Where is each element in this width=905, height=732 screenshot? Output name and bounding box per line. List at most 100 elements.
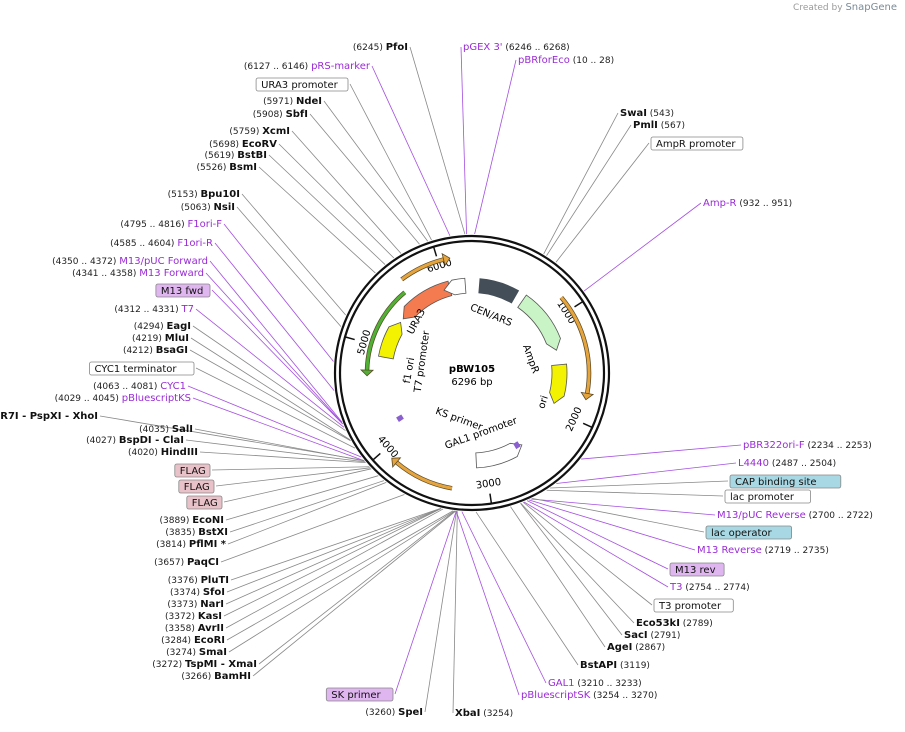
map-label-pbr322ori-f-R6[interactable]: pBR322ori-F (2234 .. 2253) <box>743 440 872 451</box>
map-label-pflmi-L32[interactable]: (3814) PflMI * <box>156 539 227 550</box>
leader-line <box>581 444 742 460</box>
map-label-spei-L44[interactable]: (3260) SpeI <box>365 707 423 718</box>
map-label-ura3-promoter-L2[interactable]: URA3 promoter <box>255 77 349 92</box>
map-label-mlui-L18[interactable]: (4219) MluI <box>132 333 189 344</box>
map-label-pgex-3-R0[interactable]: pGEX 3' (6246 .. 6268) <box>463 42 570 53</box>
tick-3000 <box>489 493 493 504</box>
map-label-agei-R18[interactable]: AgeI (2867) <box>607 642 665 653</box>
map-label-m13-puc-forward-L13[interactable]: (4350 .. 4372) M13/pUC Forward <box>52 256 208 267</box>
map-label-bspdi-L25[interactable]: (4027) BspDI - ClaI <box>86 435 184 446</box>
map-label-ampr-promoter-R4[interactable]: AmpR promoter <box>650 136 744 151</box>
map-label-nsii-L10[interactable]: (5063) NsiI <box>181 202 235 213</box>
label-text: M13 rev <box>675 565 716 576</box>
map-label-prs-marker-L1[interactable]: (6127 .. 6146) pRS-marker <box>244 61 371 72</box>
leader-line <box>220 494 405 563</box>
map-label-m13-rev-R13[interactable]: M13 rev <box>669 562 725 577</box>
map-label-bstxi-L31[interactable]: (3835) BstXI <box>165 527 228 538</box>
leader-line <box>199 451 366 464</box>
map-label-l4440-R7[interactable]: L4440 (2487 .. 2504) <box>738 458 836 469</box>
label-box <box>669 562 725 577</box>
map-label-xbai-R22[interactable]: XbaI (3254) <box>455 708 513 719</box>
map-label-sfoi-L35[interactable]: (3374) SfoI <box>170 587 225 598</box>
leader-line <box>583 202 702 292</box>
map-label-swai-R2[interactable]: SwaI (543) <box>620 108 674 119</box>
label-text: (3814) PflMI * <box>156 539 227 550</box>
map-label-f1ori-f-L11[interactable]: (4795 .. 4816) F1ori-F <box>120 219 222 230</box>
leader-line <box>291 130 402 254</box>
map-label-cyc1-L21[interactable]: (4063 .. 4081) CYC1 <box>93 381 186 392</box>
leader-line <box>228 510 455 653</box>
tick-label-3000: 3000 <box>475 477 502 492</box>
label-text: Eco53kI (2789) <box>636 618 713 629</box>
map-label-pbluescriptsk-R21[interactable]: pBluescriptSK (3254 .. 3270) <box>521 690 657 701</box>
map-label-bsmi-L8[interactable]: (5526) BsmI <box>196 162 257 173</box>
map-label-eco53ki-R16[interactable]: Eco53kI (2789) <box>636 618 713 629</box>
map-label-gal1-R20[interactable]: GAL1 (3210 .. 3233) <box>548 678 642 689</box>
map-label-smai-L40[interactable]: (3274) SmaI <box>166 647 227 658</box>
map-label-bpu10i-L9[interactable]: (5153) Bpu10I <box>168 189 240 200</box>
map-label-flag-L27[interactable]: FLAG <box>174 463 211 478</box>
map-label-sbfi-L4[interactable]: (5908) SbfI <box>253 109 308 120</box>
map-label-ecori-L39[interactable]: (3284) EcoRI <box>161 635 225 646</box>
map-label-pfoi-L0[interactable]: (6245) PfoI <box>353 42 408 53</box>
map-label-eagi-L17[interactable]: (4294) EagI <box>134 321 191 332</box>
map-label-t3-R14[interactable]: T3 (2754 .. 2774) <box>669 582 750 593</box>
map-label-m13-fwd-L15[interactable]: M13 fwd <box>155 283 211 298</box>
map-label-f1ori-r-L12[interactable]: (4585 .. 4604) F1ori-R <box>110 238 213 249</box>
map-label-bstapi-R19[interactable]: BstAPI (3119) <box>580 660 650 671</box>
map-label-ndei-L3[interactable]: (5971) NdeI <box>263 96 322 107</box>
map-label-bstbi-L7[interactable]: (5619) BstBI <box>205 150 268 161</box>
map-label-t7-L16[interactable]: (4312 .. 4331) T7 <box>114 304 194 315</box>
map-label-nari-L36[interactable]: (3373) NarI <box>167 599 224 610</box>
map-label-kasi-L37[interactable]: (3372) KasI <box>165 611 222 622</box>
primer-arc-2-outline <box>395 460 453 491</box>
label-text: AmpR promoter <box>656 139 736 150</box>
leader-line <box>189 349 351 442</box>
map-label-lac-operator-R11[interactable]: lac operator <box>705 525 792 540</box>
map-label-pmli-R3[interactable]: PmlI (567) <box>633 120 685 131</box>
primer-arc-1 <box>560 296 591 394</box>
map-label-m13-reverse-R12[interactable]: M13 Reverse (2719 .. 2735) <box>697 545 829 556</box>
map-label-hindiii-L26[interactable]: (4020) HindIII <box>128 447 198 458</box>
label-box <box>729 474 842 489</box>
map-label-avrii-L38[interactable]: (3358) AvrII <box>165 623 224 634</box>
label-text: (3274) SmaI <box>166 647 227 658</box>
map-label-econi-L30[interactable]: (3889) EcoNI <box>159 515 224 526</box>
map-label-amp-r-R5[interactable]: Amp-R (932 .. 951) <box>703 198 792 209</box>
leader-line <box>409 46 466 235</box>
map-label-m13-forward-L14[interactable]: (4341 .. 4358) M13 Forward <box>72 268 204 279</box>
leader-line <box>225 508 442 605</box>
map-label-ecorv-L6[interactable]: (5698) EcoRV <box>209 139 277 150</box>
leader-line <box>227 482 387 545</box>
map-label-paer7i-L23[interactable]: (4041) PaeR7I - PspXI - XhoI <box>0 411 98 422</box>
leader-line <box>187 385 362 458</box>
label-text: URA3 promoter <box>261 80 339 91</box>
map-label-t3-promoter-R15[interactable]: T3 promoter <box>653 598 734 613</box>
map-label-flag-L28[interactable]: FLAG <box>178 479 215 494</box>
label-text: (4795 .. 4816) F1ori-F <box>120 219 222 230</box>
map-label-sali-L24[interactable]: (4035) SalI <box>139 424 193 435</box>
label-text: pGEX 3' (6246 .. 6268) <box>463 42 570 53</box>
map-label-xcmi-L5[interactable]: (5759) XcmI <box>229 126 290 137</box>
map-label-pbluescriptks-L22[interactable]: (4029 .. 4045) pBluescriptKS <box>55 393 191 404</box>
map-label-lac-promoter-R9[interactable]: lac promoter <box>724 489 811 504</box>
map-label-paqci-L33[interactable]: (3657) PaqCI <box>154 557 219 568</box>
label-text: SwaI (543) <box>620 108 674 119</box>
map-label-flag-L29[interactable]: FLAG <box>186 495 223 510</box>
label-text: L4440 (2487 .. 2504) <box>738 458 836 469</box>
map-label-m13-puc-reverse-R10[interactable]: M13/pUC Reverse (2700 .. 2722) <box>717 510 873 521</box>
map-label-pluti-L34[interactable]: (3376) PluTI <box>168 575 229 586</box>
label-text: (6245) PfoI <box>353 42 408 53</box>
map-label-saci-R17[interactable]: SacI (2791) <box>624 630 680 641</box>
label-text: (4312 .. 4331) T7 <box>114 304 194 315</box>
label-text: (4341 .. 4358) M13 Forward <box>72 268 204 279</box>
map-label-sk-primer-L43[interactable]: SK primer <box>325 687 394 702</box>
map-label-bamhi-L42[interactable]: (3266) BamHI <box>181 671 251 682</box>
map-label-cyc1-terminator-L20[interactable]: CYC1 terminator <box>89 361 195 376</box>
leader-line <box>223 223 334 362</box>
map-label-tspmi-L41[interactable]: (3272) TspMI - XmaI <box>152 659 257 670</box>
map-label-cap-binding-site-R8[interactable]: CAP binding site <box>729 474 842 489</box>
map-label-pbrforeco-R1[interactable]: pBRforEco (10 .. 28) <box>518 55 614 66</box>
small-site-0 <box>396 414 404 423</box>
map-label-bsagi-L19[interactable]: (4212) BsaGI <box>123 345 188 356</box>
